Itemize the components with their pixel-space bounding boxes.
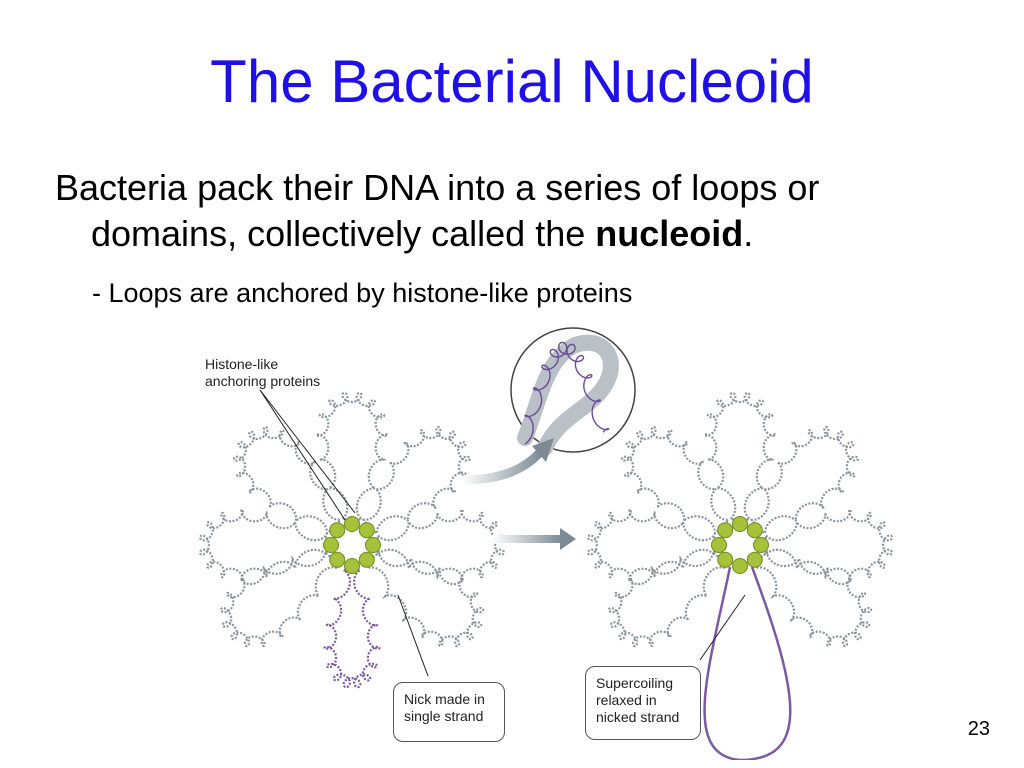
straight-arrow-head — [560, 528, 576, 550]
protein-bead — [732, 558, 748, 574]
curved-arrow-head — [532, 438, 554, 462]
protein-bead — [717, 551, 734, 568]
nicked-loop — [323, 566, 381, 689]
protein-bead — [358, 522, 375, 539]
protein-bead — [753, 537, 769, 553]
protein-bead — [365, 537, 381, 553]
curved-arrow — [461, 446, 546, 485]
protein-bead — [329, 551, 346, 568]
relaxed-loop — [703, 566, 792, 762]
bullet-suffix: . — [743, 213, 754, 254]
protein-bead — [711, 537, 727, 553]
dna-loop — [620, 425, 731, 536]
dna-loop — [586, 508, 718, 582]
dna-loop — [762, 508, 894, 582]
main-bullet: Bacteria pack their DNA into a series of… — [55, 165, 955, 257]
protein-bead — [732, 516, 748, 532]
relaxed-callout: Supercoiling relaxed in nicked strand — [585, 666, 701, 740]
dna-loop — [366, 549, 485, 648]
protein-bead — [323, 537, 339, 553]
protein-bead — [358, 551, 375, 568]
dna-loop — [607, 549, 726, 648]
protein-bead — [746, 522, 763, 539]
relaxed-nucleoid — [586, 391, 894, 762]
nick-callout: Nick made in single strand — [393, 682, 505, 742]
dna-loop — [198, 508, 331, 582]
dna-loop — [361, 425, 472, 536]
dna-loop — [219, 549, 338, 648]
anchor-leader-lines — [259, 389, 746, 677]
anchoring-proteins-label: Histone-like anchoring proteins — [205, 356, 321, 389]
slide-title: The Bacterial Nucleoid — [210, 48, 814, 115]
magnified-loop-inset — [510, 327, 636, 456]
supercoiled-nucleoid — [198, 391, 506, 689]
straight-arrow-shaft — [492, 535, 562, 543]
protein-bead — [746, 551, 763, 568]
dna-loop — [703, 391, 777, 524]
nucleoid-diagram — [198, 327, 894, 762]
dna-loop — [232, 425, 343, 536]
protein-bead — [329, 522, 346, 539]
dna-loop — [754, 549, 873, 648]
nucleoid-term: nucleoid — [595, 213, 744, 254]
page-number: 23 — [967, 718, 990, 740]
protein-bead — [344, 516, 360, 532]
bullet-line-1: Bacteria pack their DNA into a series of… — [55, 167, 820, 208]
dna-loop — [373, 508, 506, 582]
bullet-line-2-text: domains, collectively called the — [91, 213, 596, 254]
protein-bead — [717, 522, 734, 539]
bullet-line-2: domains, collectively called the nucleoi… — [55, 211, 955, 257]
sub-bullet: - Loops are anchored by histone-like pro… — [92, 278, 633, 308]
protein-bead — [344, 558, 360, 574]
dna-loop — [749, 425, 860, 536]
dna-loop — [315, 391, 389, 524]
nucleoid-figure: Histone-like anchoring proteins Nick mad… — [180, 320, 900, 762]
